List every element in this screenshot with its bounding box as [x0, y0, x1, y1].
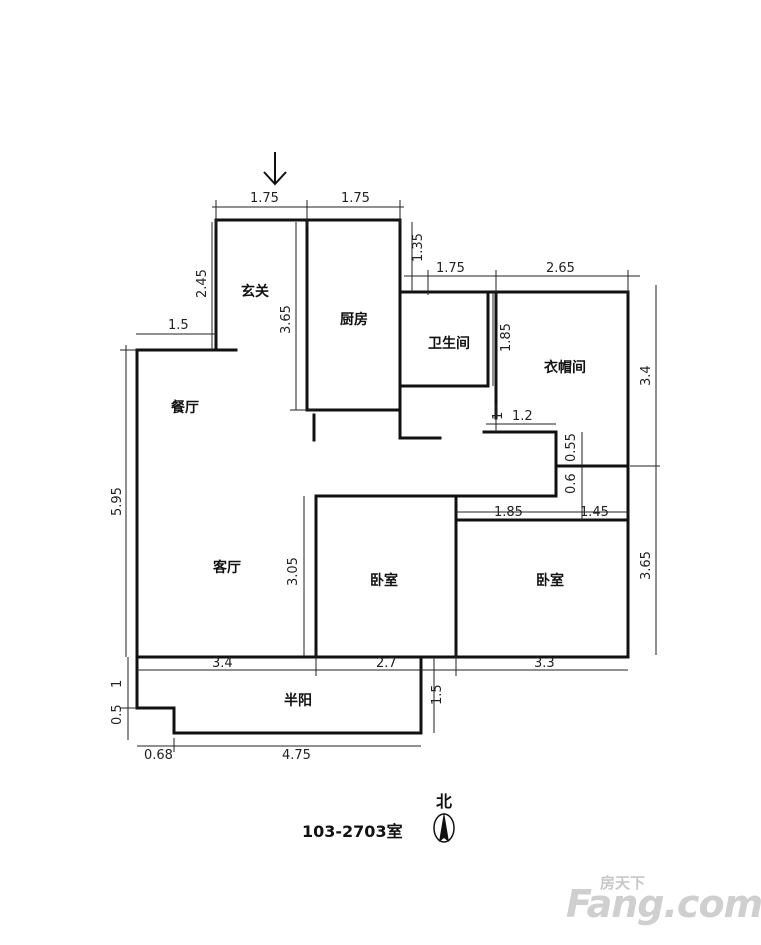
- room-dining: 餐厅: [170, 399, 199, 416]
- dim-right-bottom: 3.65: [639, 551, 654, 580]
- dim-entry-offset: 1.5: [168, 318, 189, 333]
- dimension-lines: [120, 200, 660, 752]
- dim-top-left: 1.75: [250, 191, 279, 206]
- dim-balcony-05: 0.5: [110, 704, 125, 725]
- dim-bed2-left: 1.85: [494, 505, 523, 520]
- dim-step-06: 0.6: [564, 473, 579, 494]
- dim-bed2-right: 1.45: [580, 505, 609, 520]
- dim-kitchen-top: 1.35: [411, 233, 426, 262]
- dim-balcony-475: 4.75: [282, 748, 311, 763]
- room-living: 客厅: [212, 559, 241, 576]
- dim-bath-height: 1.85: [499, 323, 514, 352]
- dim-corridor-1: 1: [491, 412, 506, 420]
- room-balcony: 半阳: [284, 692, 312, 709]
- dim-balcony-15: 1.5: [430, 684, 445, 705]
- dim-kitchen-height: 3.65: [279, 305, 294, 334]
- dim-wardrobe-width: 2.65: [546, 261, 575, 276]
- dim-bottom-1: 3.4: [212, 656, 233, 671]
- dim-step-055: 0.55: [564, 433, 579, 462]
- dim-balcony-068: 0.68: [144, 748, 173, 763]
- dim-balcony-1: 1: [110, 680, 125, 688]
- room-labels: 玄关 厨房 卫生间 衣帽间 餐厅 客厅 卧室 卧室 半阳: [170, 283, 586, 709]
- dim-bath-width: 1.75: [436, 261, 465, 276]
- entrance-arrow-icon: [263, 152, 287, 186]
- room-bathroom: 卫生间: [428, 335, 470, 352]
- watermark-en: Fang.com: [566, 882, 761, 926]
- dim-corridor-12: 1.2: [512, 409, 533, 424]
- dim-top-right: 1.75: [341, 191, 370, 206]
- dim-entry-height: 2.45: [195, 269, 210, 298]
- north-arrow-icon: [433, 812, 455, 843]
- dim-right-top: 3.4: [639, 365, 654, 386]
- walls: [135, 218, 630, 735]
- dim-left-total: 5.95: [110, 487, 125, 516]
- room-bedroom-1: 卧室: [370, 572, 398, 589]
- dimension-labels: 1.75 1.75 1.35 1.75 2.65 2.45 1.5 3.65 1…: [110, 191, 654, 763]
- dim-bed1-height: 3.05: [286, 557, 301, 586]
- room-kitchen: 厨房: [340, 311, 368, 328]
- room-wardrobe: 衣帽间: [544, 359, 586, 376]
- room-bedroom-2: 卧室: [536, 572, 564, 589]
- north-label: 北: [436, 792, 453, 811]
- dim-bottom-3: 3.3: [534, 656, 555, 671]
- watermark-cn: 房天下: [600, 874, 646, 892]
- dim-bottom-2: 2.7: [376, 656, 397, 671]
- room-entry: 玄关: [241, 283, 269, 300]
- unit-title: 103-2703室: [302, 822, 403, 841]
